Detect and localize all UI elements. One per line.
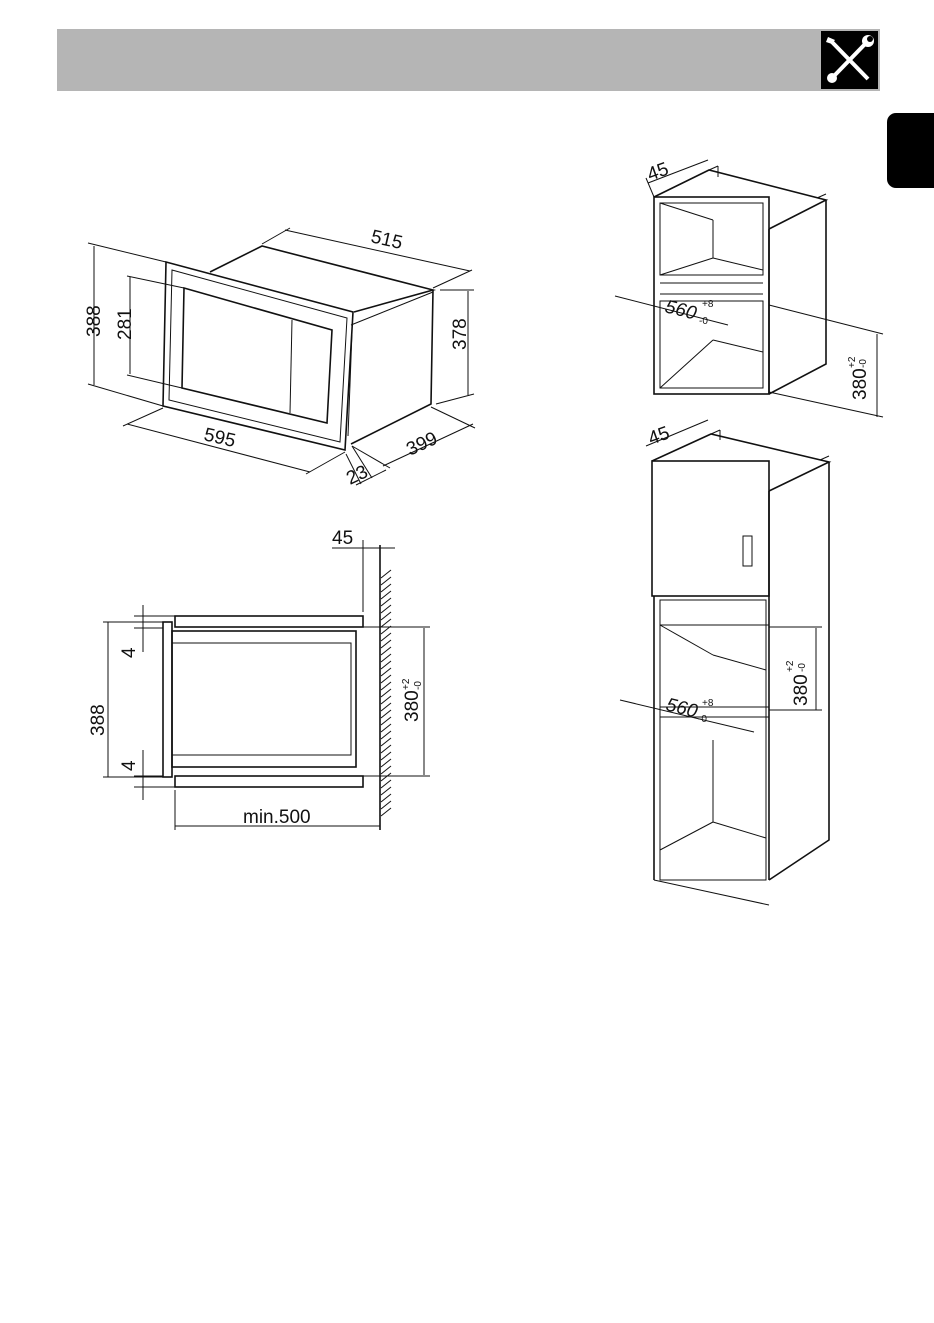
oven-3d-drawing: 515 378 388 281 595 399 23 — [84, 226, 475, 489]
wall-hatch-line — [381, 591, 391, 599]
wall-hatch-line — [381, 619, 391, 627]
wall-hatch-line — [381, 794, 391, 802]
wall-cabinet-drawing: 45 560 +8 -0 380 +2 -0 — [615, 159, 883, 417]
wall-hatch-line — [381, 752, 391, 760]
wall-hatch-line — [381, 731, 391, 739]
side-dim-4-bottom: 4 — [119, 760, 140, 771]
dim-width-595: 595 — [202, 424, 238, 452]
wall-dim-380: 380 — [850, 368, 871, 400]
wall-hatch-line — [381, 703, 391, 711]
wall-hatch-line — [381, 759, 391, 767]
side-view-drawing: 45 388 4 4 380 +2 -0 min.500 — [88, 528, 430, 830]
side-dim-380: 380 — [402, 690, 423, 722]
side-dim-min500: min.500 — [243, 807, 311, 828]
tall-dim-380: 380 — [791, 674, 812, 706]
wall-hatch-line — [381, 640, 391, 648]
wall-hatch-line — [381, 808, 391, 816]
side-tol-plus: +2 — [401, 678, 412, 690]
wall-hatch-line — [381, 654, 391, 662]
tall-dim-45: 45 — [646, 423, 673, 450]
side-dim-388: 388 — [88, 704, 109, 736]
tall-height-tol-minus: -0 — [797, 663, 808, 672]
wall-hatch-line — [381, 689, 391, 697]
wall-hatch-line — [381, 745, 391, 753]
wall-hatch-line — [381, 780, 391, 788]
wall-hatch-line — [381, 724, 391, 732]
wall-width-tol-minus: -0 — [699, 316, 708, 327]
wall-hatch-line — [381, 661, 391, 669]
dim-height-378: 378 — [450, 318, 471, 350]
tall-width-tol-minus: -0 — [698, 714, 707, 725]
wall-hatch-line — [381, 773, 391, 781]
side-tol-minus: -0 — [413, 681, 424, 690]
wall-hatch-line — [381, 710, 391, 718]
dim-inner-height-281: 281 — [115, 308, 136, 340]
tall-dim-560: 560 — [664, 694, 700, 722]
dim-front-23: 23 — [343, 462, 371, 490]
dim-front-height-388: 388 — [84, 305, 105, 337]
wall-hatch-line — [381, 801, 391, 809]
tall-cabinet-drawing: 45 560 +8 -0 380 +2 -0 — [620, 420, 829, 905]
wall-hatch-line — [381, 766, 391, 774]
side-dim-4-top: 4 — [119, 647, 140, 658]
wall-hatch-line — [381, 787, 391, 795]
wall-hatch-line — [381, 570, 391, 578]
tall-width-tol-plus: +8 — [702, 698, 714, 709]
wall-hatch-line — [381, 668, 391, 676]
wall-hatch-line — [381, 647, 391, 655]
wall-hatch-line — [381, 738, 391, 746]
side-dim-45: 45 — [332, 528, 353, 549]
wall-hatch-line — [381, 682, 391, 690]
wall-hatch-line — [381, 717, 391, 725]
wall-hatch-line — [381, 584, 391, 592]
wall-hatch-line — [381, 633, 391, 641]
wall-height-tol-plus: +2 — [847, 356, 858, 368]
wall-hatch-line — [381, 605, 391, 613]
wall-hatch-line — [381, 577, 391, 585]
tall-height-tol-plus: +2 — [785, 660, 796, 672]
wall-hatch-line — [381, 598, 391, 606]
wall-hatch-line — [381, 675, 391, 683]
wall-width-tol-plus: +8 — [702, 299, 714, 310]
wall-dim-45: 45 — [645, 159, 672, 186]
dim-body-depth-399: 399 — [403, 428, 441, 460]
wall-hatch-line — [381, 612, 391, 620]
wall-hatch-line — [381, 696, 391, 704]
wall-height-tol-minus: -0 — [858, 359, 869, 368]
